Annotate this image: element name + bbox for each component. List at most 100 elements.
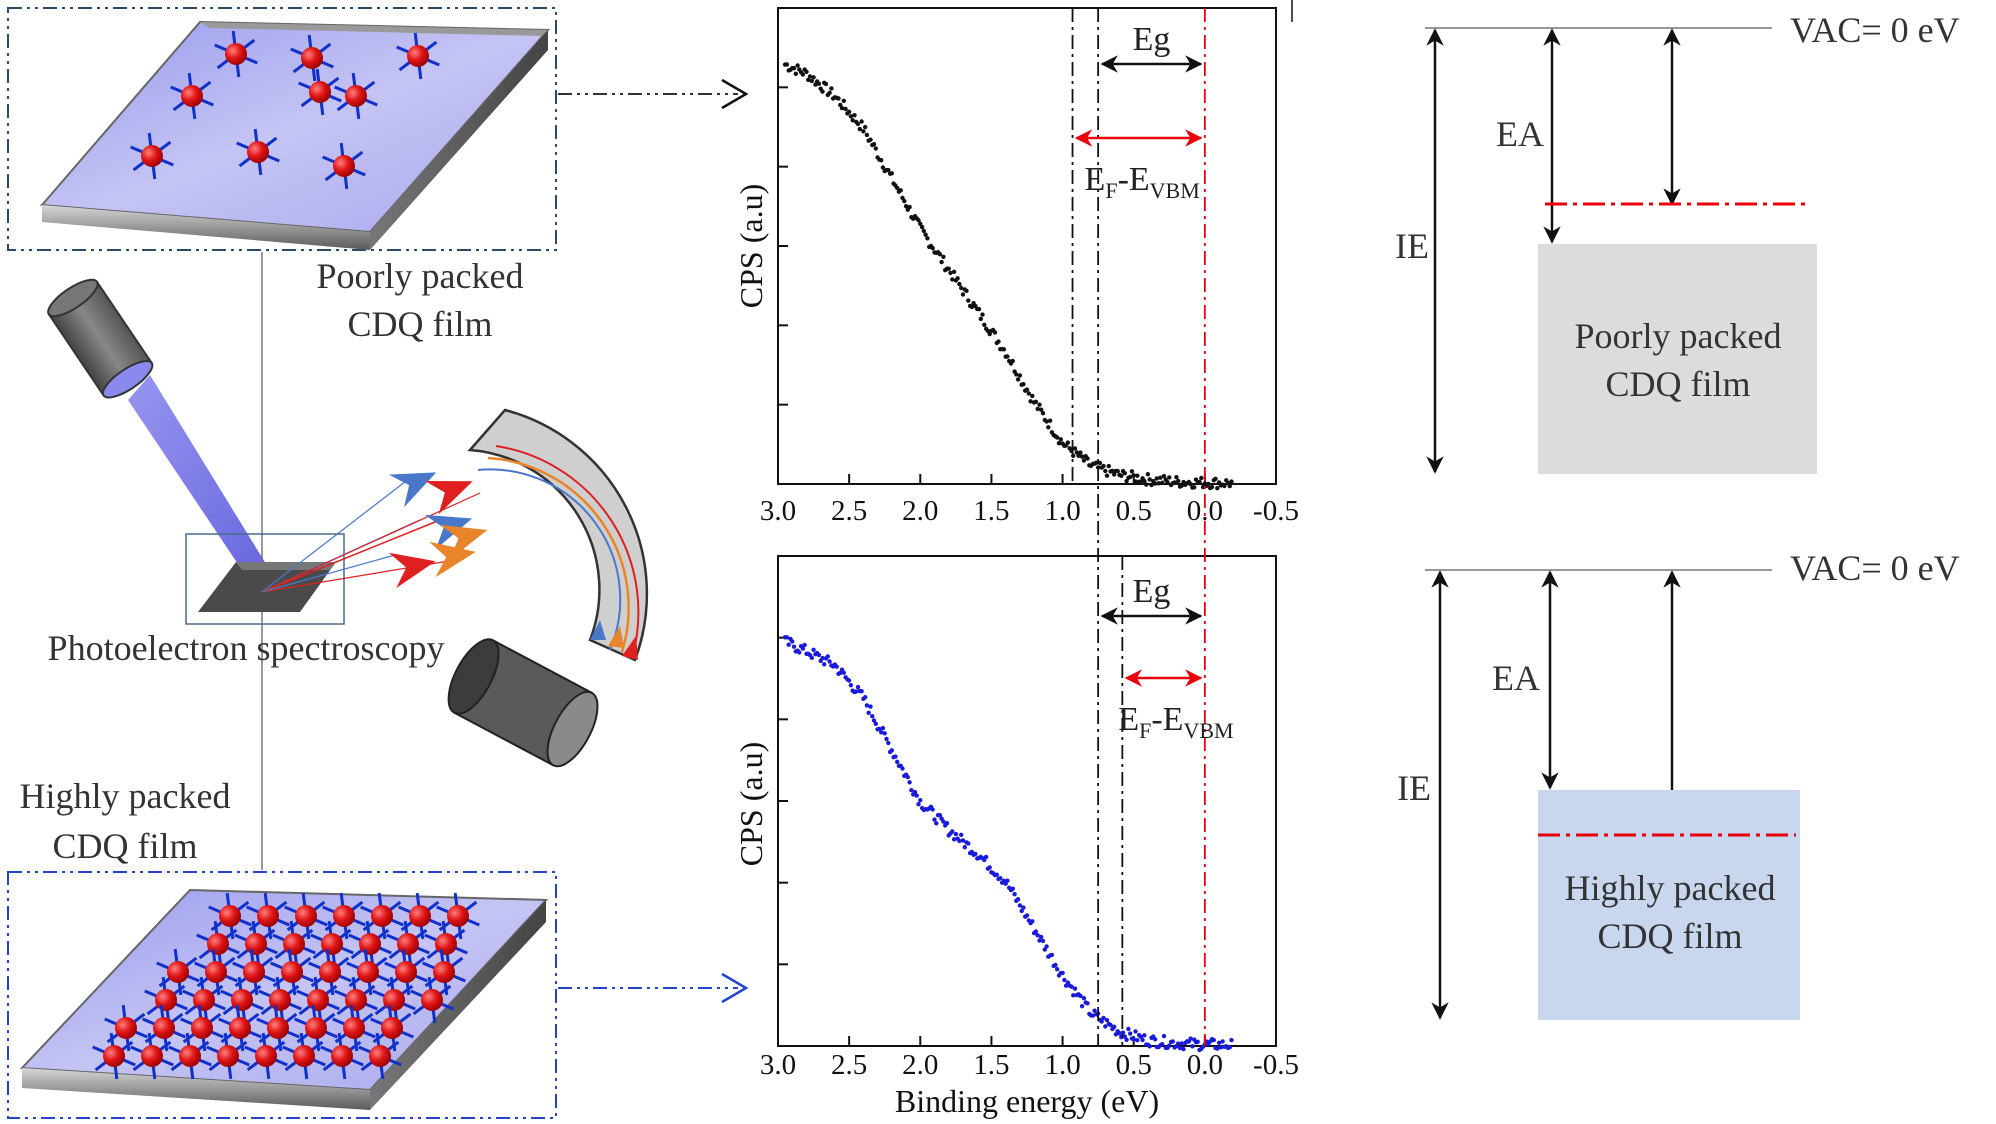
quantum-dot [294,1004,338,1052]
quantum-dot [298,68,342,116]
data-point [811,75,816,80]
data-point [1176,1041,1181,1046]
data-point [923,232,928,237]
band-box-bottom [1538,790,1800,1020]
data-point [1079,454,1085,459]
quantum-dot [290,34,334,82]
box-label-bottom-line1: Highly packed [1565,868,1776,908]
data-point [1122,1034,1128,1039]
data-point [1129,469,1135,474]
data-point [1119,473,1124,478]
data-point [919,224,925,230]
data-point [1049,952,1055,958]
data-point [873,721,878,726]
data-point [1037,938,1042,943]
data-point [1156,481,1161,486]
energy-diagram-bottom: VAC= 0 eV IE EA Highly packed CDQ film [1397,548,1960,1020]
data-point [1227,483,1233,489]
data-point [937,813,943,818]
quantum-dots-dense [92,892,480,1080]
data-point [1161,1033,1167,1039]
detector [447,638,599,768]
data-point [959,832,964,837]
data-point [854,689,859,694]
quantum-dot [196,920,240,968]
quantum-dot [256,1004,300,1052]
quantum-dot [168,1032,212,1080]
quantum-dot [320,1032,364,1080]
data-point [1044,419,1049,424]
data-point [1010,358,1015,364]
data-point [859,689,864,694]
ef-top-e: E [1085,161,1106,198]
data-point [864,703,870,708]
quantum-dot [130,132,174,180]
data-point [855,121,861,127]
data-point [1122,471,1128,476]
data-point [1158,475,1163,480]
data-point [1099,1019,1104,1024]
poor-film-label-line2: CDQ film [347,304,492,344]
data-point [939,259,944,265]
data-point [816,652,822,658]
data-point [1126,1026,1131,1032]
data-point [1133,479,1138,484]
data-point [1033,929,1039,934]
data-point [866,710,871,715]
data-point [950,277,955,282]
data-point [807,74,813,79]
data-point [1056,441,1062,446]
data-point [1078,450,1083,455]
data-point [1176,478,1181,484]
quantum-dots-sparse [130,30,440,190]
data-point [1071,993,1076,998]
data-point [1040,938,1046,944]
data-point [1213,476,1218,481]
x-tick-label: 1.0 [1044,1049,1080,1081]
data-point [1190,1044,1195,1049]
data-point [1019,908,1024,914]
data-point [1229,1037,1234,1043]
electron-arrow [440,524,488,560]
hemispherical-analyzer [467,408,649,662]
data-point [1128,1031,1133,1036]
data-point [960,292,966,297]
data-point [839,105,845,111]
data-point [912,789,918,795]
data-point [1030,919,1035,924]
ef-label-bottom: EF-EVBM [1118,701,1233,743]
x-tick-label: 0.0 [1187,1049,1223,1081]
data-point [877,726,882,732]
data-point [987,331,992,337]
data-point [1206,481,1211,487]
data-point [797,650,802,655]
data-point [1135,473,1140,478]
data-point [1128,474,1133,480]
data-point [1174,475,1179,480]
quantum-dot [244,1032,288,1080]
data-point [900,766,905,771]
data-point [941,819,946,824]
data-point [841,670,846,675]
bottom-xlabel: Binding energy (eV) [895,1083,1159,1119]
quantum-dot [258,976,302,1024]
data-point [1199,475,1204,481]
data-point [1211,1037,1217,1043]
data-point [948,270,953,276]
data-point [855,684,861,690]
data-point [816,81,822,86]
ef-bot-e: E [1118,701,1139,738]
data-point [1170,1039,1176,1044]
poor-film-slab [39,20,551,250]
data-point [1081,458,1087,463]
data-point [804,69,809,75]
data-point [863,695,868,700]
data-point [861,129,866,134]
ef-bot-sub1: F [1139,718,1151,743]
ef-top-mid: -E [1118,161,1150,198]
data-point [1033,399,1039,404]
data-point [834,664,839,669]
data-point [1021,382,1026,387]
x-tick-label: 2.0 [902,495,938,527]
data-point [863,124,868,130]
